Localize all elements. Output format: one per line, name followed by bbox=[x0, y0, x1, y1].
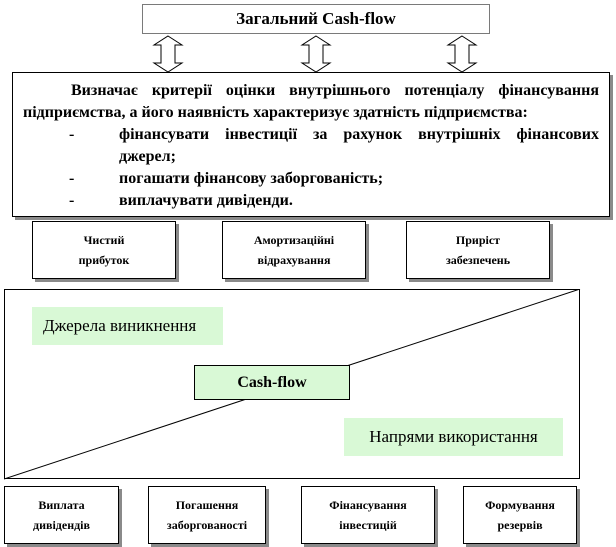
title-text: Загальний Cash-flow bbox=[236, 9, 396, 28]
cashflow-center-box: Cash-flow bbox=[194, 365, 350, 400]
bullet-text: фінансувати інвестиції за рахунок внутрі… bbox=[119, 126, 599, 165]
double-arrow-right bbox=[446, 35, 478, 73]
use-line1: Виплата bbox=[38, 498, 85, 512]
double-arrow-left bbox=[152, 35, 184, 73]
use-line1: Фінансування bbox=[329, 498, 407, 512]
source-line2: забезпечень bbox=[445, 253, 511, 267]
general-cashflow-title: Загальний Cash-flow bbox=[142, 4, 490, 34]
use-box-investment-financing: Фінансування інвестицій bbox=[301, 486, 435, 544]
use-box-reserves: Формування резервів bbox=[463, 486, 577, 544]
use-line1: Погашення bbox=[175, 498, 239, 512]
bullet-text: виплачувати дивіденди. bbox=[119, 192, 293, 209]
bullet-mark: - bbox=[69, 126, 75, 143]
source-box-net-profit: Чистий прибуток bbox=[32, 221, 176, 279]
source-line1: Приріст bbox=[455, 233, 501, 247]
source-line1: Чистий bbox=[83, 233, 125, 247]
source-box-provisions: Приріст забезпечень bbox=[406, 221, 550, 279]
use-line1: Формування bbox=[485, 498, 555, 512]
use-box-debt-repayment: Погашення заборгованості bbox=[148, 486, 266, 544]
flow-box bbox=[4, 289, 580, 479]
uses-label-box: Напрями використання bbox=[344, 418, 563, 456]
double-arrows bbox=[152, 35, 478, 73]
use-line2: дивідендів bbox=[33, 518, 90, 532]
sources-label-box: Джерела виникнення bbox=[32, 307, 223, 345]
use-box-dividends: Виплата дивідендів bbox=[4, 486, 119, 544]
source-line1: Амортизаційні bbox=[253, 233, 335, 247]
description-bullet: - фінансувати інвестиції за рахунок внут… bbox=[23, 124, 599, 168]
bullet-text: погашати фінансову заборгованість; bbox=[119, 170, 384, 187]
use-line2: інвестицій bbox=[339, 518, 397, 532]
use-line2: резервів bbox=[497, 518, 543, 532]
bullet-mark: - bbox=[69, 170, 75, 187]
uses-label: Напрями використання bbox=[369, 427, 538, 446]
use-line2: заборгованості bbox=[166, 518, 248, 532]
description-box: Визначає критерії оцінки внутрішнього по… bbox=[12, 72, 610, 217]
sources-label: Джерела виникнення bbox=[43, 316, 197, 335]
source-line2: відрахування bbox=[257, 253, 331, 267]
double-arrow-center bbox=[300, 35, 332, 73]
description-bullet: - погашати фінансову заборгованість; bbox=[23, 168, 599, 190]
source-line2: прибуток bbox=[78, 253, 130, 267]
description-intro: Визначає критерії оцінки внутрішнього по… bbox=[23, 82, 599, 121]
bullet-mark: - bbox=[69, 192, 75, 209]
cashflow-label: Cash-flow bbox=[237, 373, 307, 391]
description-bullet: - виплачувати дивіденди. bbox=[23, 190, 599, 212]
source-box-depreciation: Амортизаційні відрахування bbox=[222, 221, 366, 279]
